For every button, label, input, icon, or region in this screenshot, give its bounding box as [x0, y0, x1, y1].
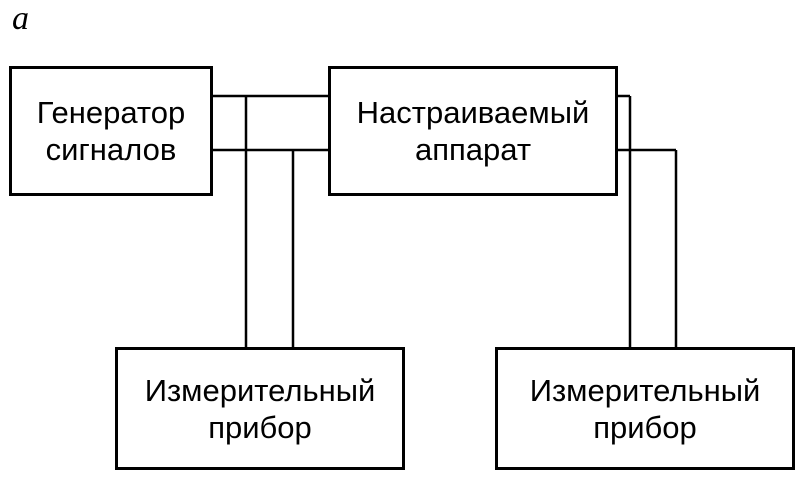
signal-generator-block: Генератор сигналов: [9, 66, 213, 196]
measuring-instrument-2-label-line1: Измерительный: [529, 372, 761, 408]
measuring-instrument-block-1: Измерительный прибор: [115, 347, 405, 470]
measuring-instrument-1-label-line2: прибор: [208, 409, 312, 445]
tuned-device-label-line2: аппарат: [414, 132, 532, 167]
figure-label: а: [12, 0, 29, 37]
measuring-instrument-2-label-line2: прибор: [593, 409, 697, 445]
tuned-device-block: Настраиваемый аппарат: [328, 66, 618, 196]
measuring-instrument-block-2: Измерительный прибор: [495, 347, 795, 470]
signal-generator-label-line1: Генератор: [36, 95, 186, 130]
measuring-instrument-1-label-line1: Измерительный: [144, 372, 376, 408]
tuned-device-label-line1: Настраиваемый: [356, 95, 590, 130]
signal-generator-label-line2: сигналов: [45, 132, 177, 167]
